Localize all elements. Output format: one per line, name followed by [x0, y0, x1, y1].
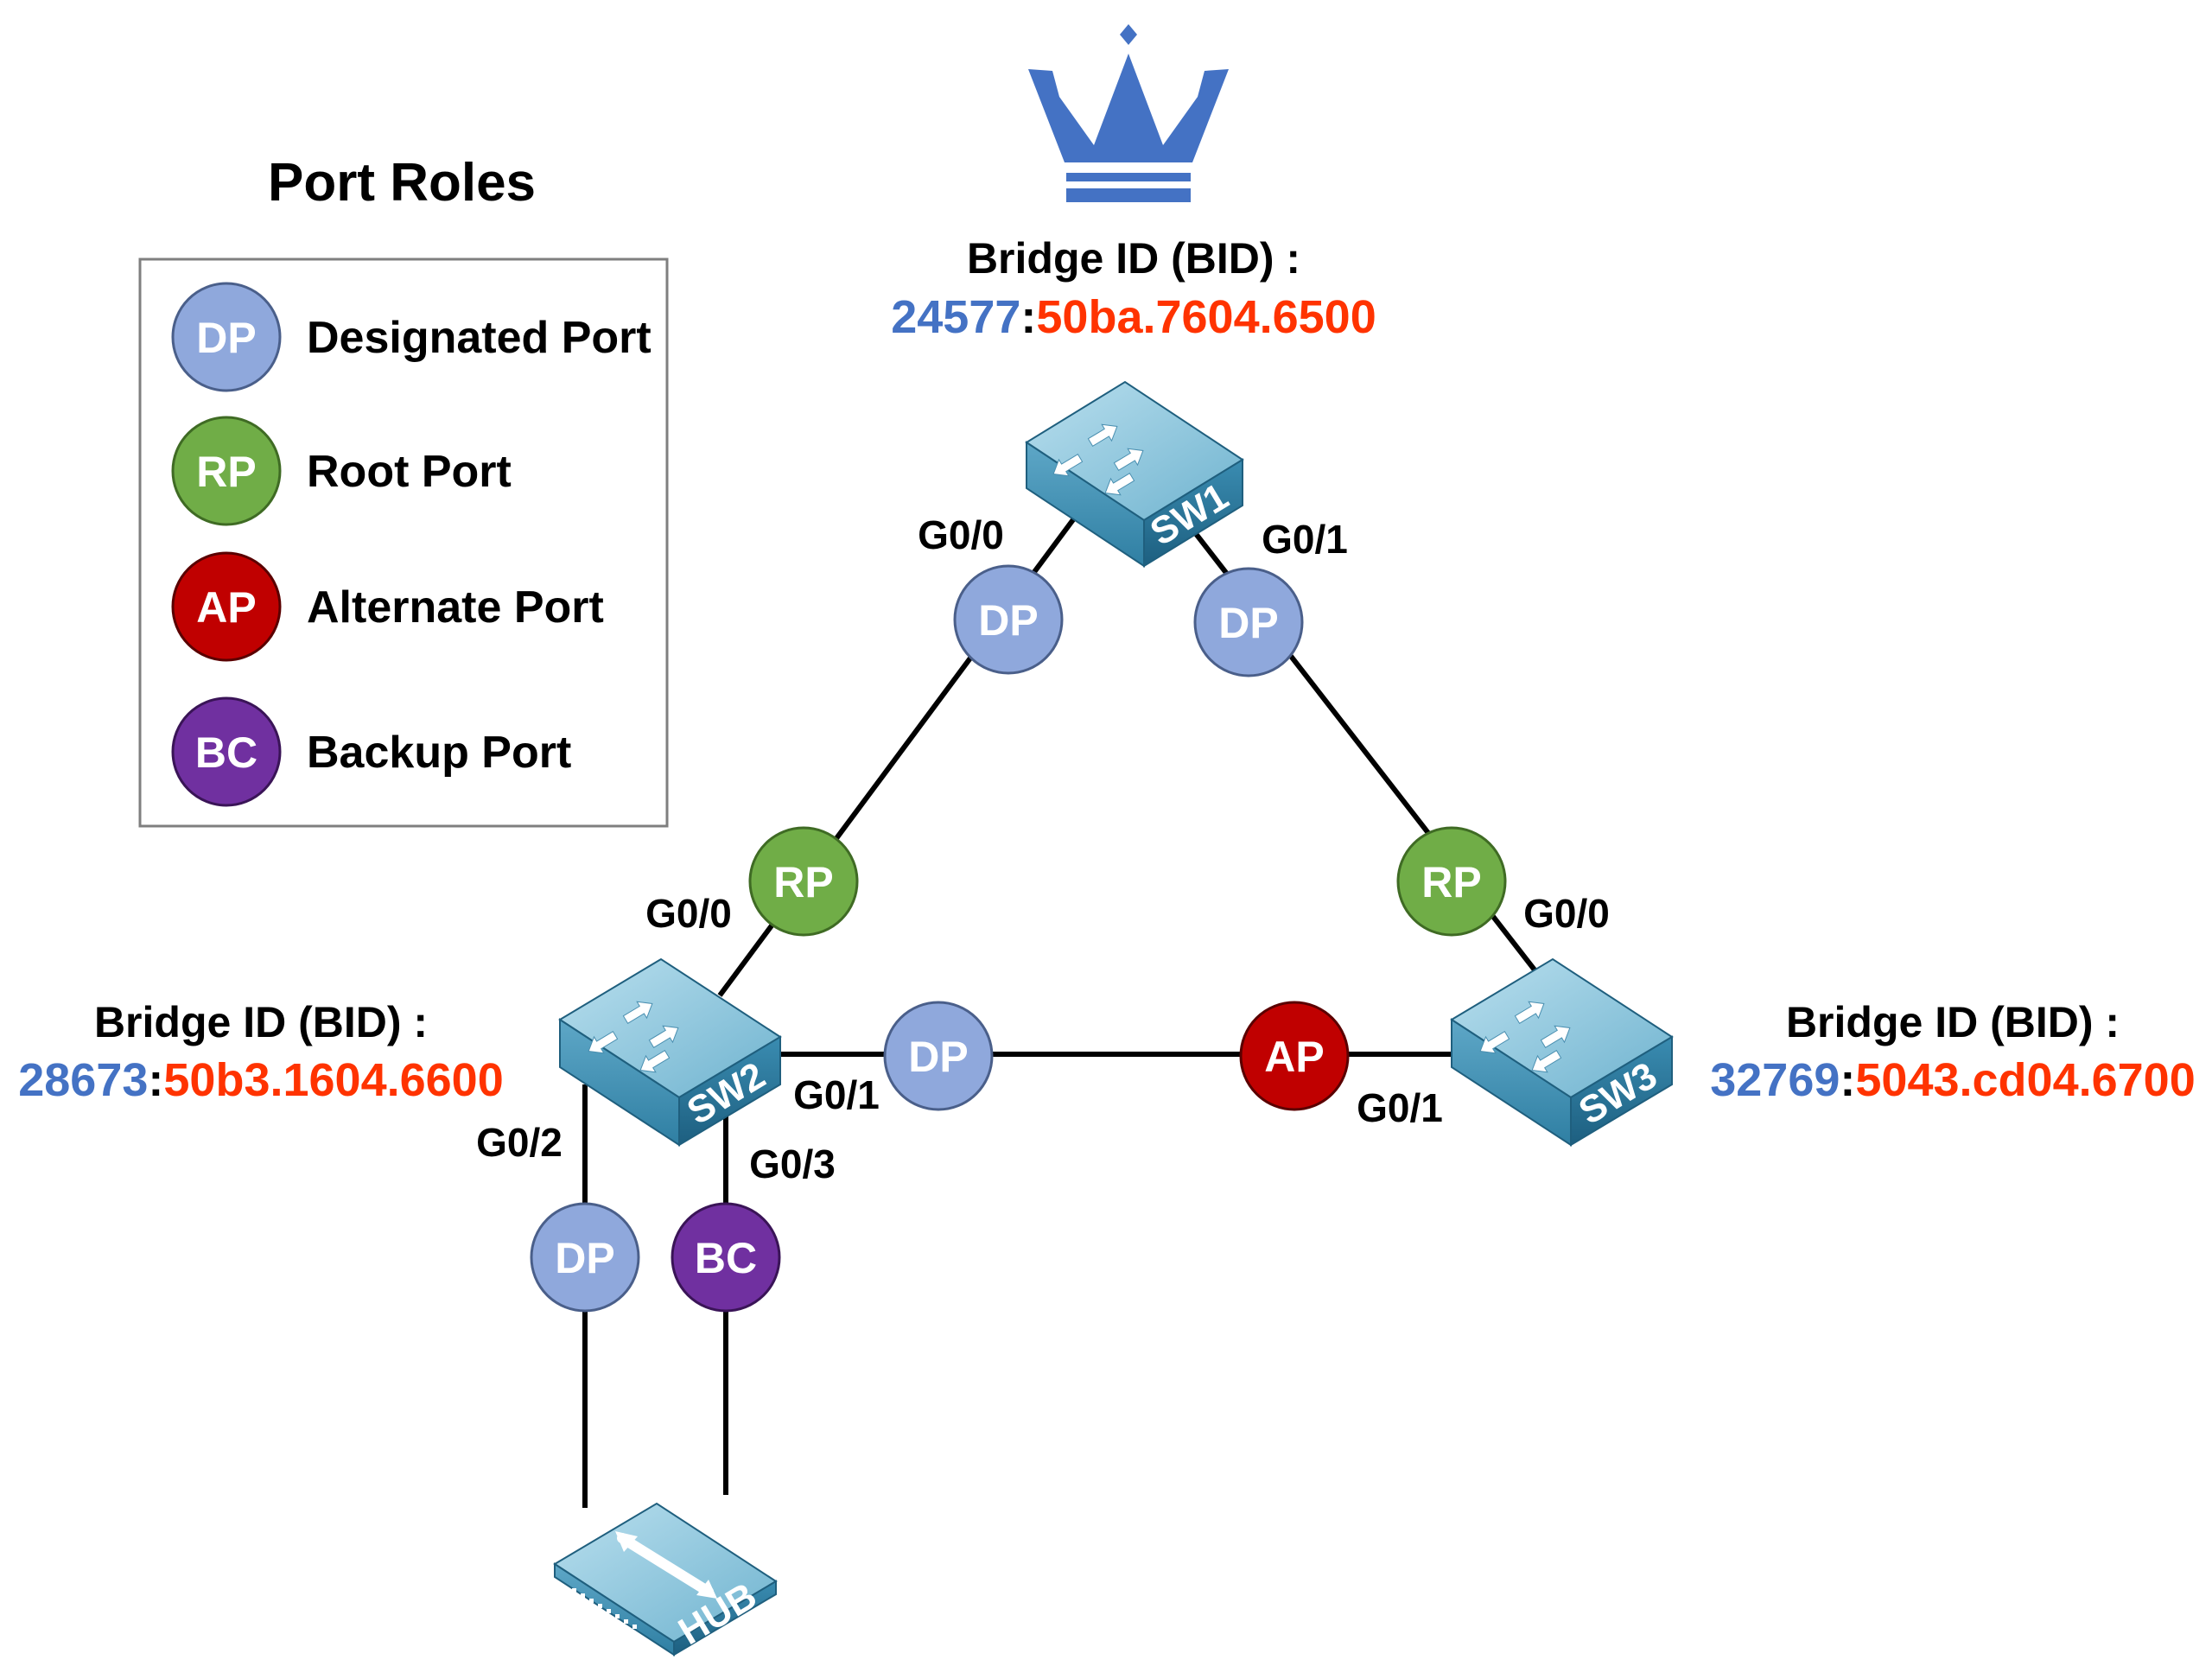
- port-role-label: DP: [555, 1234, 614, 1282]
- legend-item-label: Alternate Port: [307, 582, 604, 633]
- designated-port-icon: [530, 1202, 640, 1313]
- bid-mac: 50b3.1604.6600: [163, 1054, 503, 1106]
- bid-label: Bridge ID (BID) :: [94, 998, 428, 1046]
- legend: Port Roles DP Designated Port RP Root Po…: [138, 153, 669, 828]
- port-role-label: DP: [1218, 599, 1278, 647]
- backup-port-icon: [671, 1202, 781, 1313]
- bid-sw2: Bridge ID (BID) : 28673:50b3.1604.6600: [18, 998, 504, 1106]
- bid-mac: 50ba.7604.6500: [1036, 291, 1376, 343]
- interface-labels: G0/0 G0/1 G0/0 G0/0 G0/1 G0/1 G0/2 G0/3: [476, 512, 1610, 1186]
- root-port-icon: [748, 826, 859, 937]
- hub-ports-icon: [572, 1588, 637, 1629]
- legend-item-abbr: RP: [196, 448, 256, 496]
- interface-label-sw2-g03: G0/3: [749, 1141, 836, 1186]
- interface-label-sw3-g01: G0/1: [1357, 1085, 1443, 1130]
- port-sw1-g00[interactable]: DP: [953, 564, 1064, 675]
- hub[interactable]: HUB: [553, 1502, 778, 1656]
- legend-item-label: Backup Port: [307, 728, 571, 778]
- designated-port-icon: [1193, 567, 1304, 677]
- port-sw2-g03[interactable]: BC: [671, 1202, 781, 1313]
- interface-label-sw2-g02: G0/2: [476, 1120, 563, 1165]
- designated-port-icon: [953, 564, 1064, 675]
- bid-mac: 5043.cd04.6700: [1855, 1054, 2195, 1106]
- bid-value: 32769:5043.cd04.6700: [1710, 1054, 2196, 1106]
- interface-label-sw2-g01: G0/1: [793, 1072, 880, 1117]
- port-role-label: RP: [1421, 858, 1481, 906]
- crown-icon: [1028, 24, 1229, 202]
- bid-sw1: Bridge ID (BID) : 24577:50ba.7604.6500: [891, 234, 1376, 343]
- interface-label-sw3-g00: G0/0: [1523, 891, 1610, 936]
- interface-label-sw2-g00: G0/0: [645, 891, 732, 936]
- legend-item-backup-port: BC Backup Port: [171, 696, 571, 807]
- port-sw2-g02[interactable]: DP: [530, 1202, 640, 1313]
- port-sw3-g00[interactable]: RP: [1396, 826, 1507, 937]
- legend-item-alternate-port: AP Alternate Port: [171, 551, 604, 662]
- bid-value: 24577:50ba.7604.6500: [891, 291, 1376, 343]
- legend-item-root-port: RP Root Port: [171, 416, 512, 526]
- port-sw1-g01[interactable]: DP: [1193, 567, 1304, 677]
- root-port-icon: [171, 416, 282, 526]
- bid-sw3: Bridge ID (BID) : 32769:5043.cd04.6700: [1710, 998, 2196, 1106]
- legend-item-abbr: DP: [196, 314, 256, 362]
- port-role-label: BC: [695, 1234, 757, 1282]
- hub-arrow-icon: [615, 1531, 717, 1599]
- port-role-label: AP: [1264, 1033, 1324, 1081]
- alternate-port-icon: [1239, 1001, 1350, 1111]
- bid-label: Bridge ID (BID) :: [1786, 998, 2120, 1046]
- bid-label: Bridge ID (BID) :: [967, 234, 1300, 283]
- bid-priority: 28673: [18, 1054, 148, 1106]
- backup-port-icon: [171, 696, 282, 807]
- legend-item-abbr: BC: [195, 728, 257, 777]
- legend-item-label: Root Port: [307, 447, 512, 497]
- switch-sw1-right: [1143, 458, 1243, 568]
- legend-title: Port Roles: [268, 153, 536, 213]
- legend-item-label: Designated Port: [307, 313, 652, 363]
- port-role-label: DP: [908, 1033, 968, 1081]
- port-role-label: RP: [773, 858, 833, 906]
- switch-sw3[interactable]: SW3: [1450, 957, 1674, 1147]
- alternate-port-icon: [171, 551, 282, 662]
- interface-label-sw1-g01: G0/1: [1262, 517, 1348, 562]
- switch-sw2-right: [678, 1035, 781, 1147]
- switch-sw1[interactable]: SW1: [1025, 380, 1244, 568]
- bid-priority: 24577: [891, 291, 1020, 343]
- bid-value: 28673:50b3.1604.6600: [18, 1054, 504, 1106]
- switch-sw2[interactable]: SW2: [558, 957, 782, 1147]
- hub-right: [673, 1580, 777, 1656]
- switch-sw3-right: [1570, 1035, 1673, 1147]
- port-sw3-g01[interactable]: AP: [1239, 1001, 1350, 1111]
- designated-port-icon: [171, 282, 282, 392]
- interface-label-sw1-g00: G0/0: [918, 512, 1004, 557]
- designated-port-icon: [883, 1001, 994, 1111]
- port-sw2-g01[interactable]: DP: [883, 1001, 994, 1111]
- legend-item-designated-port: DP Designated Port: [171, 282, 652, 392]
- legend-item-abbr: AP: [196, 583, 256, 632]
- port-role-label: DP: [978, 596, 1038, 645]
- bid-priority: 32769: [1710, 1054, 1840, 1106]
- root-port-icon: [1396, 826, 1507, 937]
- port-sw2-g00[interactable]: RP: [748, 826, 859, 937]
